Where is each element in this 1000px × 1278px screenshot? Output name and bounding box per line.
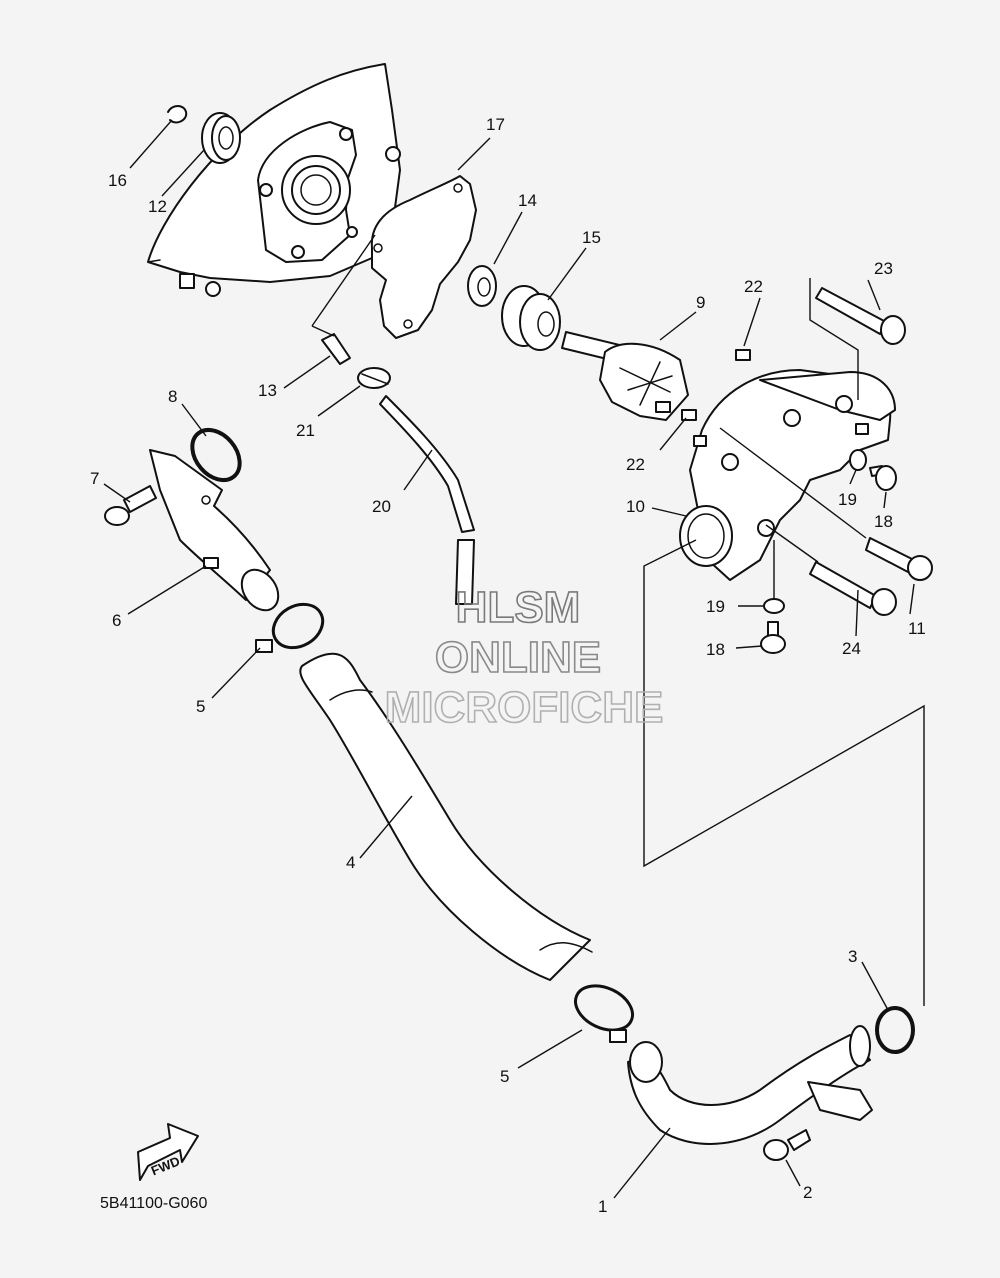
callout-16: 16: [108, 171, 127, 190]
bolt-23: [815, 287, 906, 345]
fwd-arrow-icon: FWD: [137, 1123, 199, 1181]
hose-clamp-5-lower: [574, 984, 634, 1043]
callout-3: 3: [848, 947, 857, 966]
callout-10: 10: [626, 497, 645, 516]
callout-9: 9: [696, 293, 705, 312]
callout-1: 1: [598, 1197, 607, 1216]
callout-22-lower: 22: [626, 455, 645, 474]
callout-5-lower: 5: [500, 1067, 509, 1086]
callout-18-lower: 18: [706, 640, 725, 659]
callout-8: 8: [168, 387, 177, 406]
watermark-line-3: MICROFICHE: [385, 683, 664, 732]
dowel-pin-22-upper: [735, 349, 751, 361]
leader-lines: [103, 119, 915, 1199]
watermark-line-1: HLSM: [456, 583, 581, 632]
bolt-2: [763, 1129, 811, 1161]
pump-housing-10: [679, 369, 896, 581]
callout-12: 12: [148, 197, 167, 216]
impeller-shaft-9: [561, 331, 689, 421]
callout-24: 24: [842, 639, 861, 658]
hose-clip-21: [357, 367, 391, 389]
crankcase-cover: [147, 63, 401, 297]
dowel-pin-22-lower: [681, 409, 697, 421]
callout-labels: 1 2 3 4 5 5 6 7 8 9 10 11 12 13 14 15 16…: [90, 115, 926, 1216]
callout-15: 15: [582, 228, 601, 247]
callout-14: 14: [518, 191, 537, 210]
callout-20: 20: [372, 497, 391, 516]
callout-17: 17: [486, 115, 505, 134]
callout-13: 13: [258, 381, 277, 400]
hose-clamp-5-upper: [255, 602, 325, 653]
callout-21: 21: [296, 421, 315, 440]
callout-5-upper: 5: [196, 697, 205, 716]
breather-hose-20: [379, 395, 475, 605]
bolt-18-lower: [760, 621, 786, 654]
washer-19-lower: [763, 598, 785, 614]
bolt-24: [809, 561, 897, 616]
o-ring-3: [875, 1006, 915, 1054]
callout-19-right: 19: [838, 490, 857, 509]
water-pipe-1: [627, 1025, 873, 1145]
pipe-6: [149, 449, 280, 612]
bolt-11: [865, 537, 933, 581]
callout-22-upper: 22: [744, 277, 763, 296]
callout-4: 4: [346, 853, 355, 872]
callout-11: 11: [908, 619, 926, 638]
gasket-17: [370, 175, 477, 339]
callout-18-right: 18: [874, 512, 893, 531]
dowel-pin-13: [321, 333, 351, 365]
watermark-line-2: ONLINE: [435, 633, 601, 682]
radiator-hose-4: [299, 652, 593, 981]
callout-19-lower: 19: [706, 597, 725, 616]
watermark: HLSM ONLINE MICROFICHE: [384, 582, 664, 733]
callout-7: 7: [90, 469, 99, 488]
o-ring-8: [190, 427, 242, 483]
washer-19-right: [849, 449, 867, 471]
callout-23: 23: [874, 259, 893, 278]
bearing-12: [201, 112, 241, 164]
oil-seal-14: [467, 265, 497, 307]
circlip-16: [167, 105, 188, 124]
bolt-18-right: [869, 465, 897, 491]
bolt-7: [104, 485, 157, 526]
callout-6: 6: [112, 611, 121, 630]
mechanical-seal-15: [501, 285, 561, 351]
callout-2: 2: [803, 1183, 812, 1202]
assembly-guide-lines: [643, 278, 925, 1006]
diagram-code: 5B41100-G060: [100, 1195, 207, 1212]
